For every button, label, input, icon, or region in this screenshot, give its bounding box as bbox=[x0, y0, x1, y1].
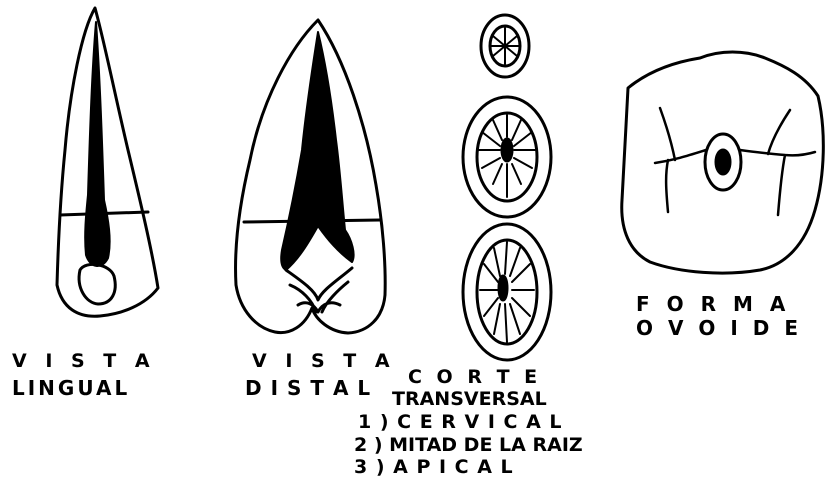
tooth-distal-crown-lines bbox=[286, 268, 352, 312]
ovoid-form bbox=[622, 52, 824, 273]
label-corte-item3: 3 ) A P I C A L bbox=[354, 458, 514, 477]
section-mid-canal bbox=[502, 139, 512, 161]
section-apical-canal bbox=[499, 276, 507, 300]
label-vista-lingual-line2: LINGUAL bbox=[12, 378, 130, 398]
cross-section-mid-root bbox=[463, 97, 551, 217]
tooth-distal-view bbox=[236, 20, 386, 333]
cross-section-apical bbox=[463, 224, 551, 360]
label-forma-line1: F O R M A bbox=[636, 294, 790, 314]
label-corte-item1: 1 ) C E R V I C A L bbox=[358, 413, 563, 432]
label-vista-distal-line2: D I S T A L bbox=[245, 378, 371, 398]
ovoid-pulp-core bbox=[716, 150, 730, 174]
label-corte-line2: TRANSVERSAL bbox=[392, 390, 547, 409]
label-corte-item2: 2 ) MITAD DE LA RAIZ bbox=[354, 436, 583, 455]
ovoid-canal-branches bbox=[655, 108, 815, 215]
tooth-lingual-crown-loop bbox=[79, 264, 115, 304]
label-forma-line2: O V O I D E bbox=[636, 318, 802, 338]
label-vista-lingual-line1: V I S T A bbox=[12, 352, 156, 371]
cross-section-cervical bbox=[481, 15, 529, 77]
label-vista-distal-line1: V I S T A bbox=[252, 352, 396, 371]
tooth-lingual-view bbox=[57, 8, 158, 316]
section-cervical-rays bbox=[491, 28, 519, 64]
tooth-lingual-outline bbox=[57, 8, 158, 316]
label-corte-line1: C O R T E bbox=[408, 368, 541, 387]
